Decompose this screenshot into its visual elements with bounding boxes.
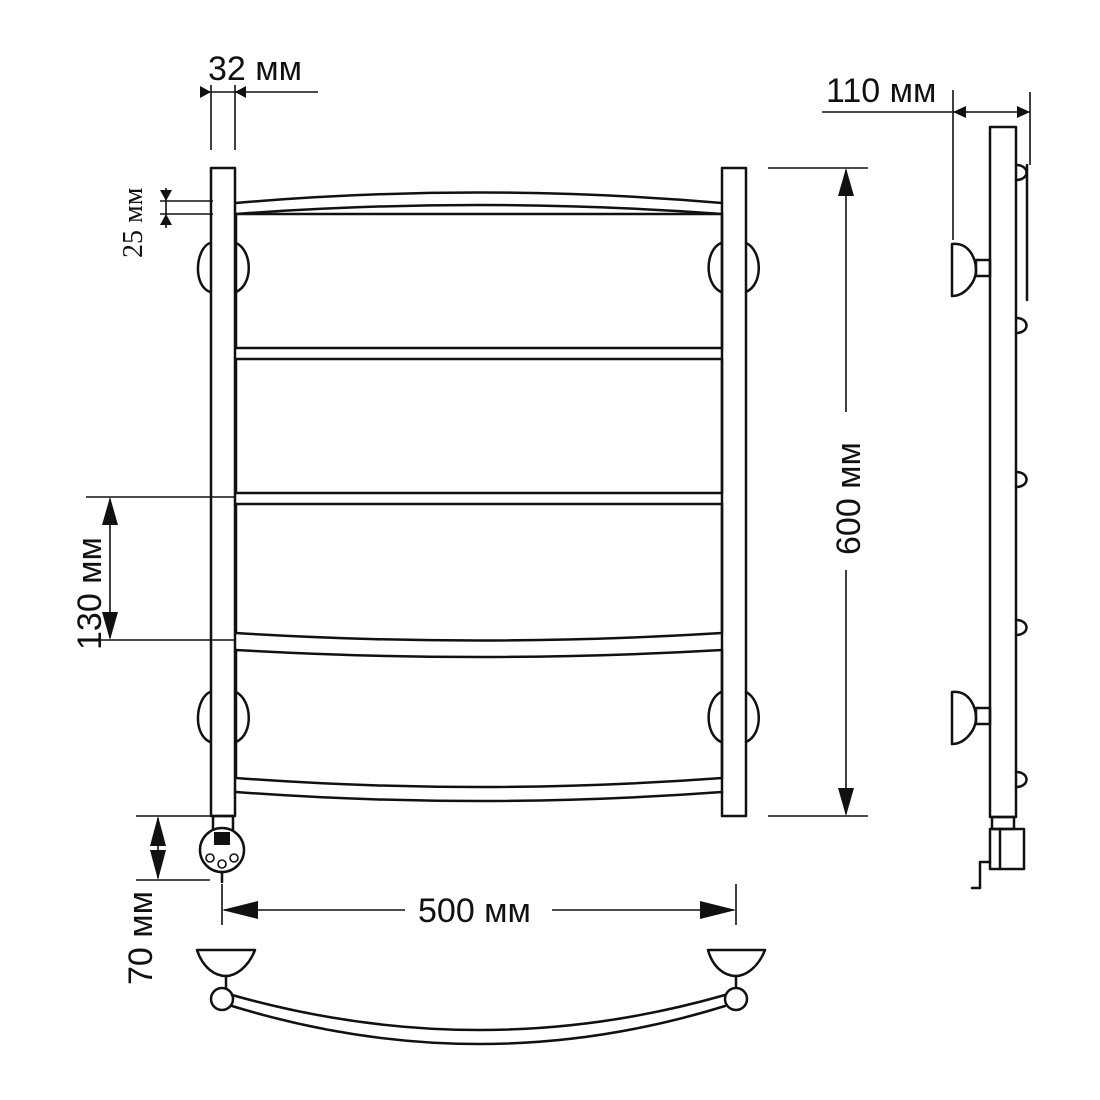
- wall-mount-bottom-left: [196, 690, 250, 744]
- dim-heater-length: 70 мм: [122, 815, 210, 985]
- dim-total-width-label: 500 мм: [418, 892, 531, 930]
- dim-top-offset-label: 25 мм: [118, 187, 149, 258]
- wall-mount-top-right: [707, 241, 760, 294]
- wall-mount-bottom-right: [707, 690, 760, 744]
- dim-heater-length-label: 70 мм: [122, 891, 160, 985]
- dim-section-height: 130 мм: [71, 496, 236, 650]
- dim-total-height: 600 мм: [768, 167, 868, 817]
- rung-4: [234, 648, 724, 803]
- front-view: [196, 166, 760, 884]
- dim-tube-width-label: 32 мм: [208, 50, 302, 88]
- rung-3: [234, 502, 724, 642]
- dim-wall-offset-label: 110 мм: [826, 72, 936, 110]
- left-upright-tube: [209, 166, 237, 818]
- dim-wall-offset: 110 мм: [822, 72, 1031, 240]
- dim-total-width: 500 мм: [221, 884, 737, 930]
- dim-top-offset: 25 мм: [118, 187, 213, 258]
- top-view: [195, 948, 767, 1046]
- heating-element: [198, 814, 246, 884]
- wall-mount-top-left: [196, 241, 250, 294]
- rung-1: [234, 191, 724, 350]
- right-upright-tube: [720, 166, 748, 818]
- dim-total-height-label: 600 мм: [830, 442, 868, 555]
- dim-section-height-label: 130 мм: [71, 537, 109, 650]
- side-view: [950, 125, 1029, 890]
- rung-2: [234, 357, 724, 495]
- dim-tube-width: 32 мм: [200, 50, 318, 150]
